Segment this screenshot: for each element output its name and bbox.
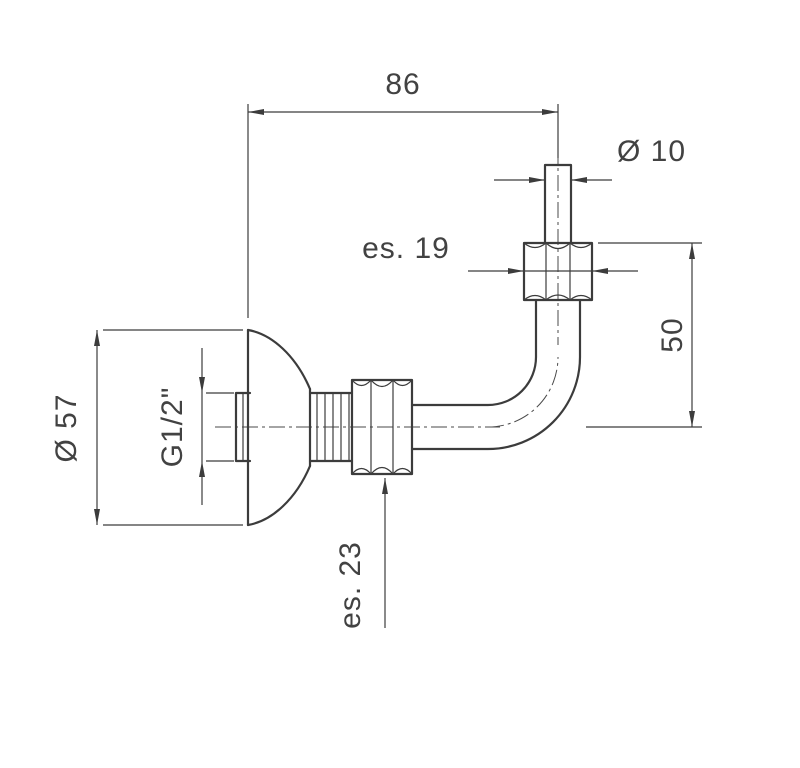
arrowhead (199, 377, 205, 393)
arrowhead (199, 461, 205, 477)
arrowhead (689, 411, 695, 427)
top-pipe (543, 163, 573, 245)
dimension-thread-g12: G1/2" (156, 348, 234, 505)
arrowhead (94, 509, 100, 525)
bend-centerline (487, 356, 559, 428)
arrowhead (382, 478, 388, 494)
dimension-86: 86 (247, 68, 559, 318)
pipe-bend (410, 298, 582, 451)
dimension-diameter-10: Ø 10 (494, 135, 686, 183)
flange-bell (246, 328, 312, 527)
dimension-hex-23: es. 23 (334, 478, 388, 629)
threaded-section (308, 391, 354, 463)
dim-86-label: 86 (385, 68, 420, 101)
lower-hex-nut (350, 378, 414, 476)
arrowhead (508, 268, 524, 274)
wall-thread-stub (234, 391, 252, 463)
arrowhead (248, 109, 264, 115)
dim-thread-label: G1/2" (156, 387, 189, 468)
centerlines (215, 148, 559, 428)
arrowhead (571, 177, 587, 183)
arrowhead (542, 109, 558, 115)
dim-50-label: 50 (656, 317, 689, 352)
arrowhead (94, 330, 100, 346)
dim-hex-23-label: es. 23 (334, 541, 367, 629)
dim-hex-19-label: es. 19 (362, 232, 450, 265)
dim-diameter-10-label: Ø 10 (617, 135, 686, 168)
dimension-hex-19: es. 19 (362, 232, 638, 274)
dimension-50: 50 (586, 242, 702, 428)
dim-diameter-57-label: Ø 57 (50, 393, 83, 462)
arrowhead (529, 177, 545, 183)
dimension-diameter-57: Ø 57 (50, 329, 243, 526)
arrowhead (592, 268, 608, 274)
arrowhead (689, 243, 695, 259)
